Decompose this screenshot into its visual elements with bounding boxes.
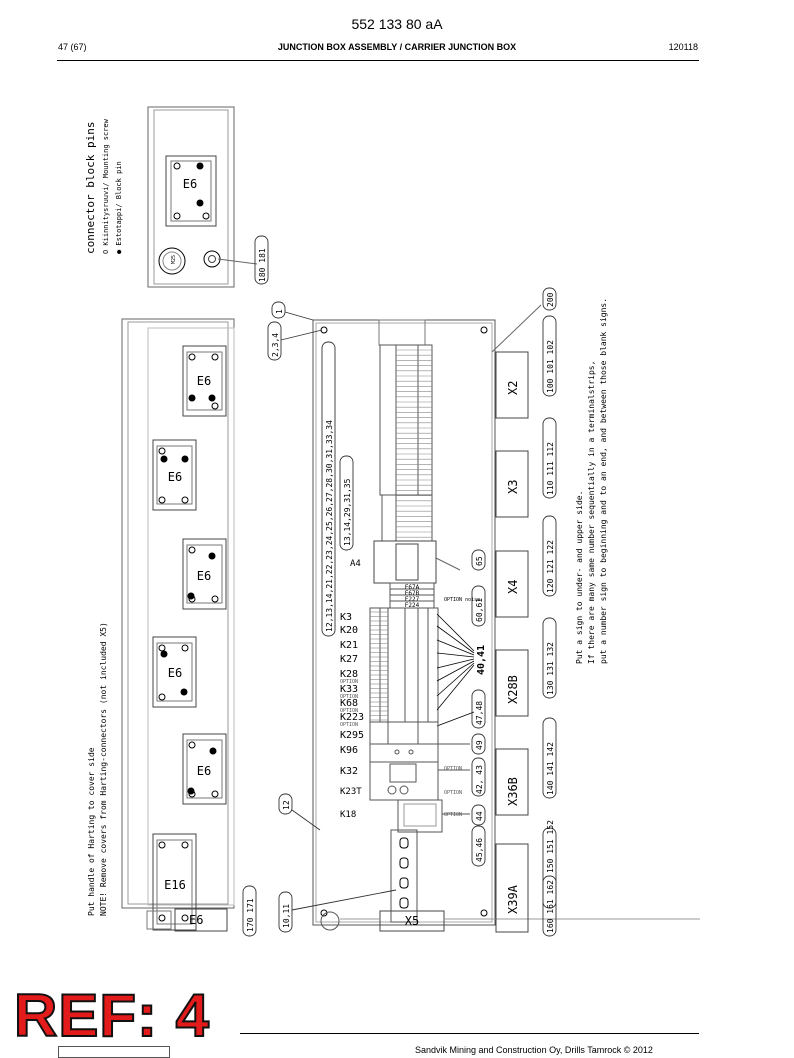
balloon-2-3-4: 2,3,4: [271, 333, 280, 357]
f227-label: F227: [405, 596, 420, 603]
side-e16-label: E16: [164, 878, 186, 892]
document-number: 552 133 80 aA: [351, 16, 443, 32]
k68-label: K68: [340, 698, 358, 709]
k96-label: K96: [340, 745, 358, 756]
k295-label: K295: [340, 730, 364, 741]
f67a-label: F67A: [405, 584, 420, 591]
k32-option-label: OPTION: [444, 766, 462, 772]
bottom-e6-label: E6: [189, 913, 203, 927]
balloon-160-162: 160 161 162: [546, 880, 555, 933]
sign-note-3: put a number sign to beginning and to an…: [599, 298, 608, 664]
balloon-10-11: 10,11: [282, 904, 291, 928]
k33-label: K33: [340, 684, 358, 695]
cover-panel: [147, 106, 258, 288]
balloon-12: 12: [282, 800, 291, 810]
balloon-100-102: 100 101 102: [546, 340, 555, 393]
balloon-120-122: 120 121 122: [546, 540, 555, 593]
x36b-label: X36B: [506, 777, 520, 806]
balloon-terminals-upper: 12,13,14,21,22,23,24,25,26,27,28,30,31,3…: [325, 420, 334, 632]
balloon-110-112: 110 111 112: [546, 442, 555, 495]
footer-copyright: Sandvik Mining and Construction Oy, Dril…: [415, 1045, 653, 1055]
x2-label: X2: [506, 381, 520, 395]
balloon-49: 49: [475, 740, 484, 750]
k20-label: K20: [340, 625, 358, 636]
k3-label: K3: [340, 612, 352, 623]
side-panel: [121, 318, 235, 932]
balloon-42-43: 42, 43: [475, 765, 484, 794]
side-e6-label-1: E6: [197, 374, 211, 388]
x3-label: X3: [506, 480, 520, 494]
balloon-200: 200: [546, 292, 555, 307]
k21-label: K21: [340, 640, 358, 651]
right-connectors: [491, 304, 542, 933]
footer-rule: [240, 1033, 699, 1034]
a4-label: A4: [350, 559, 361, 569]
k223-option-label: OPTION: [340, 722, 358, 728]
balloon-44: 44: [475, 811, 484, 821]
balloon-60-61: 60,61: [475, 598, 484, 622]
k33-option-label: OPTION: [340, 694, 358, 700]
lower-devices: [369, 721, 470, 833]
side-e6-label-3: E6: [197, 569, 211, 583]
x39a-label: X39A: [506, 884, 520, 914]
terminal-strip-upper: [379, 344, 433, 542]
harting-handle-note: Put handle of Harting to cover side: [87, 747, 96, 916]
date-code: 120118: [668, 42, 698, 52]
balloon-40-41: 40,41: [476, 645, 487, 675]
k32-label: K32: [340, 766, 358, 777]
k23t-option-label: OPTION: [444, 790, 462, 796]
balloon-1: 1: [275, 309, 284, 314]
k23t-label: K23T: [340, 787, 362, 797]
balloon-170-171: 170 171: [246, 898, 255, 932]
balloon-150-152: 150 151 152: [546, 820, 555, 873]
balloon-terminals-lower: 13,14,29,31,35: [343, 478, 352, 546]
legend-mounting-screw: O Kiinnitysruuvi/ Mounting screw: [102, 118, 110, 254]
balloon-47-48: 47,48: [475, 701, 484, 725]
side-e6-label-4: E6: [168, 666, 182, 680]
page-title: JUNCTION BOX ASSEMBLY / CARRIER JUNCTION…: [277, 42, 517, 52]
sign-note-2: If there are many same number sequential…: [587, 361, 596, 664]
k68-option-label: OPTION: [340, 708, 358, 714]
k28-label: K28: [340, 669, 358, 680]
a4-module: [373, 540, 461, 584]
fuse-option-noise-label: OPTION noise: [444, 597, 480, 603]
balloon-180-181: 180 181: [258, 248, 267, 282]
side-e6-label-5: E6: [197, 764, 211, 778]
f224-label: F224: [405, 602, 420, 609]
header-rule: [57, 60, 699, 61]
sign-note-1: Put a sign to under- and upper side.: [575, 491, 584, 664]
balloon-outlines: [242, 235, 557, 937]
page-number: 47 (67): [58, 42, 87, 52]
harting-cover-note: NOTE! Remove covers from Harting-connect…: [99, 622, 108, 916]
k28-option-label: OPTION: [340, 679, 358, 685]
relay-block: [369, 607, 439, 723]
m25-label: M25: [171, 255, 177, 264]
x4-label: X4: [506, 580, 520, 594]
balloon-45-46: 45,46: [475, 838, 484, 862]
legend-title: connector block pins: [84, 122, 97, 254]
x5-label: X5: [405, 914, 419, 928]
f67b-label: F67B: [405, 590, 420, 597]
side-e6-label-2: E6: [168, 470, 182, 484]
balloon-130-132: 130 131 132: [546, 642, 555, 695]
k223-label: K223: [340, 712, 364, 723]
balloon-140-142: 140 141 142: [546, 742, 555, 795]
enclosure: [312, 319, 700, 932]
k18-option-label: OPTION: [444, 812, 462, 818]
balloon-65: 65: [475, 556, 484, 566]
cover-e6-label: E6: [183, 177, 197, 191]
m25-gland-icon: [158, 247, 186, 275]
ref-stamp: REF: 4: [13, 982, 211, 1049]
x28b-label: X28B: [506, 675, 520, 704]
k18-label: K18: [340, 810, 356, 820]
legend-block-pin: ● Estotappi/ Block pin: [115, 161, 123, 254]
k27-label: K27: [340, 654, 358, 665]
relay-leader-lines: [436, 613, 475, 727]
